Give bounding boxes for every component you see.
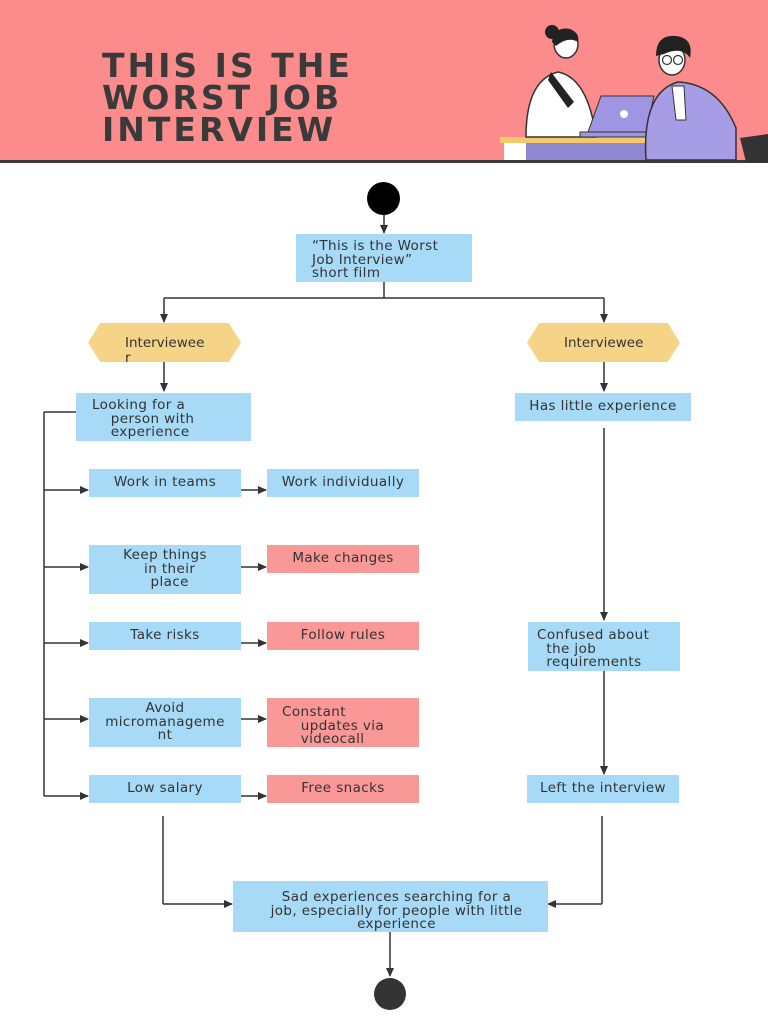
right-item-2: Make changes [267,545,419,573]
chair [740,134,768,162]
left-item-5: Low salary [89,775,241,803]
man-glasses-left [661,54,673,66]
man-hair [656,35,691,58]
man-body [644,81,737,161]
page-title: THIS IS THE WORST JOB INTERVIEW [102,46,353,149]
title-line-3: INTERVIEW [102,110,337,149]
right-item-4: Constant updates via videocall [267,698,419,747]
table-top [500,137,668,143]
left-item-4: Avoid micromanageme nt [89,698,241,747]
woman-body [525,71,597,138]
end-node [374,978,406,1010]
confused-node: Confused about the job requirements [528,622,680,671]
result-node: Sad experiences searching for a job, esp… [233,881,548,932]
left-item-2: Keep things in their place [89,545,241,594]
left-item-1: Work in teams [89,469,241,497]
title-line-2: WORST JOB [102,78,343,117]
need-node: Looking for a person with experience [76,393,251,441]
interviewee-label: Interviewee [564,335,644,351]
right-item-5: Free snacks [267,775,419,803]
left-item-3: Take risks [89,622,241,650]
start-node [367,182,400,215]
left-interview-node: Left the interview [527,775,679,803]
table-leg [504,143,526,160]
right-item-1: Work individually [267,469,419,497]
table-front [526,143,668,160]
interview-illustration [500,25,768,162]
title-line-1: THIS IS THE [102,46,353,85]
laptop-logo [620,110,628,118]
experience-node: Has little experience [515,393,691,421]
interviewer-label: Intervieweer [125,335,205,366]
woman-bun [545,25,559,39]
interviewee-node: Interviewee [527,323,680,362]
man-shirt [671,85,687,121]
root-node: “This is the Worst Job Interview” short … [296,234,472,282]
right-item-3: Follow rules [267,622,419,650]
man-glasses-right [672,54,684,66]
interviewer-node: Intervieweer [88,323,241,362]
woman-scarf [548,72,574,108]
header-banner: THIS IS THE WORST JOB INTERVIEW [0,0,768,163]
